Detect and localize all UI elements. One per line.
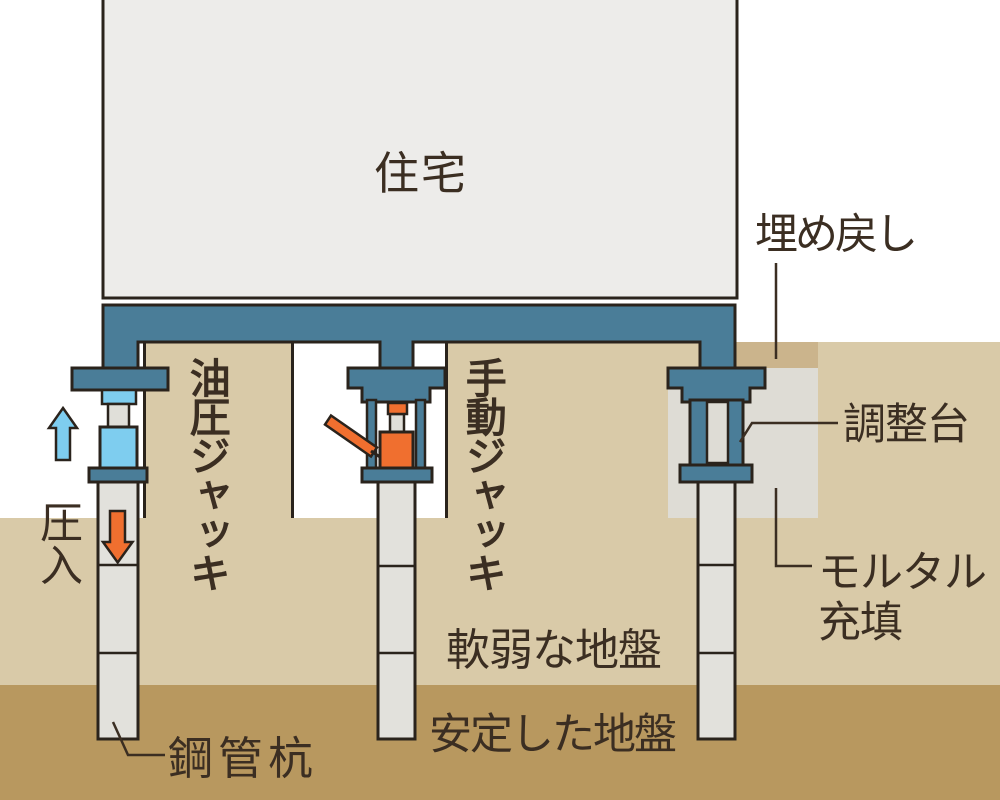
mortar-fill-label: モルタル 充填 [818, 548, 987, 648]
pile-cap-plate [87, 466, 149, 484]
soft-ground-right [818, 342, 1000, 522]
house [101, 0, 739, 300]
middle-bottom-plate [360, 466, 434, 484]
hydraulic-jack-cylinder [98, 425, 139, 470]
steel-pile-middle [376, 480, 417, 741]
press-down-arrow [100, 509, 135, 565]
pile-leader-line [111, 721, 165, 757]
soft-ground-band [0, 518, 1000, 685]
soft-ground-label: 軟弱な地盤 [446, 625, 662, 676]
middle-bracket-top [346, 366, 447, 404]
adjustment-stand-slot [705, 400, 730, 465]
mortar-leader-line [774, 488, 812, 568]
soil-block-right [445, 342, 700, 520]
manual-jack-piston [388, 412, 406, 434]
press-in-label: 圧入 [32, 500, 83, 586]
house-label: 住宅 [374, 147, 469, 200]
hydraulic-jack-piston [106, 402, 131, 429]
stable-ground-label: 安定した地盤 [429, 710, 677, 760]
mortar-fill-label-line1: モルタル [818, 548, 987, 598]
left-bearing-plate [70, 366, 170, 392]
adjustment-stand-label: 調整台 [843, 400, 970, 450]
stand-bottom-plate [678, 463, 754, 484]
steel-pipe-pile-label: 鋼管杭 [168, 732, 319, 785]
stable-ground [0, 685, 1000, 800]
adjustment-stand-leader-line [738, 421, 838, 443]
hydraulic-jack-label: 油圧ジャッキ [182, 357, 231, 591]
middle-bracket-left-leg [365, 398, 378, 472]
backfill-label: 埋め戻し [755, 210, 918, 260]
manual-jack-label: 手動ジャッキ [458, 357, 507, 591]
manual-jack-cap [386, 401, 409, 416]
stand-bracket-top [666, 366, 767, 404]
hydraulic-jack-top [100, 388, 138, 406]
mortar-fill-label-line2: 充填 [818, 598, 903, 648]
steel-pile-right [696, 480, 737, 741]
lift-up-arrow [46, 405, 80, 462]
middle-bracket-right-leg [414, 398, 427, 472]
manual-jack-body [378, 430, 415, 470]
manual-jack-handle [323, 413, 379, 459]
